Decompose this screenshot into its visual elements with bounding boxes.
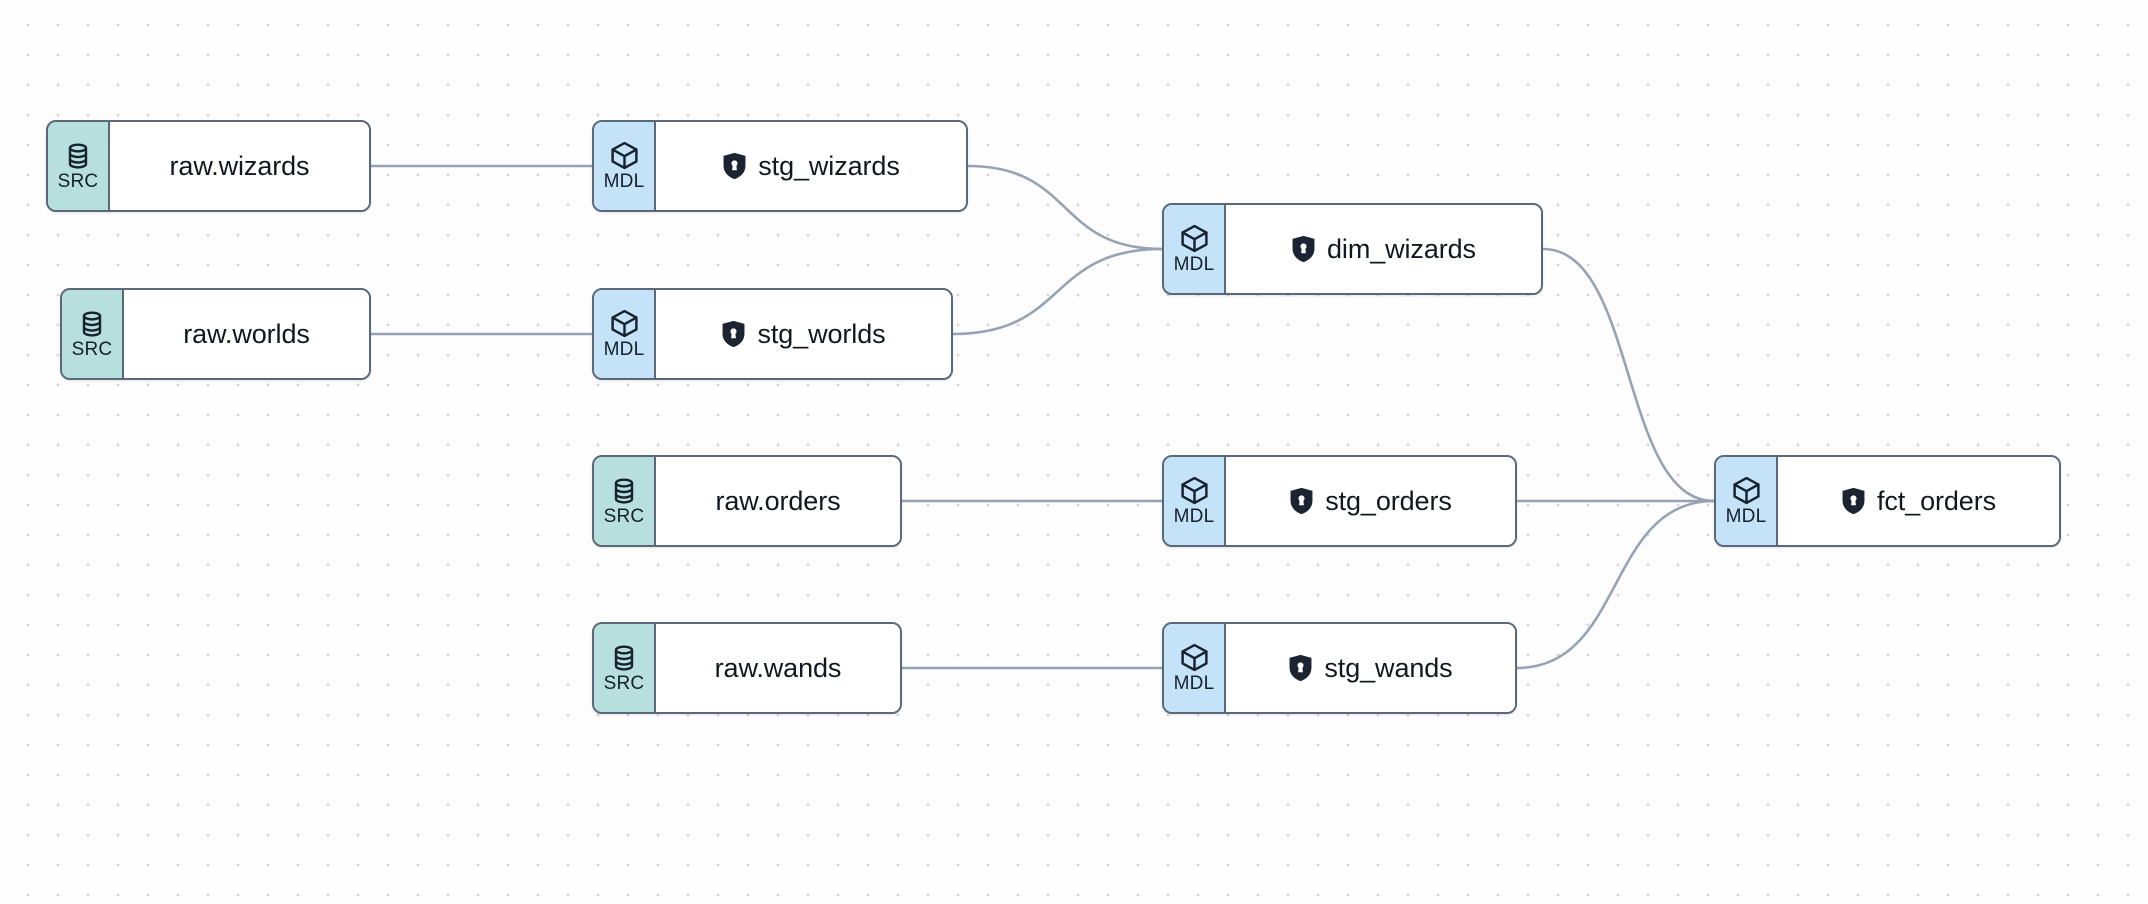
edge-stg_wands-to-fct_orders [1515, 499, 1716, 670]
node-label: raw.wizards [169, 150, 310, 181]
node-type-badge-mdl: MDL [1164, 205, 1226, 293]
node-stg_wands[interactable]: MDL stg_wands [1162, 622, 1517, 714]
node-body: raw.worlds [124, 290, 369, 378]
lock-shield-icon [1288, 654, 1313, 682]
badge-label: MDL [1173, 506, 1215, 527]
node-type-badge-mdl: MDL [1164, 624, 1226, 712]
node-stg_wizards[interactable]: MDL stg_wizards [592, 120, 968, 212]
node-label: raw.worlds [183, 318, 310, 349]
node-type-badge-mdl: MDL [1716, 457, 1778, 545]
node-body: stg_wands [1226, 624, 1515, 712]
lock-shield-icon [1842, 487, 1865, 515]
database-icon [77, 309, 107, 339]
cube-icon [609, 140, 640, 171]
node-raw_worlds[interactable]: SRC raw.worlds [60, 288, 371, 380]
node-body: raw.wands [656, 624, 900, 712]
database-icon [609, 476, 639, 506]
badge-label: SRC [603, 505, 645, 527]
node-label: stg_orders [1325, 485, 1452, 516]
cube-icon [1731, 475, 1762, 506]
node-label: stg_wands [1324, 652, 1453, 683]
node-type-badge-src: SRC [62, 290, 124, 378]
lock-shield-icon [721, 320, 746, 348]
node-type-badge-src: SRC [594, 624, 656, 712]
lock-shield-icon [723, 320, 745, 348]
node-label: raw.wands [714, 652, 842, 683]
node-raw_orders[interactable]: SRC raw.orders [592, 455, 902, 547]
node-label: stg_wizards [758, 150, 900, 181]
edge-stg_wizards-to-dim_wizards [966, 164, 1164, 251]
node-stg_orders[interactable]: MDL stg_orders [1162, 455, 1517, 547]
node-type-badge-mdl: MDL [594, 122, 656, 210]
lock-shield-icon [723, 152, 746, 180]
badge-label: MDL [603, 339, 645, 360]
cube-icon [609, 308, 640, 339]
cube-icon [1179, 223, 1210, 254]
node-type-badge-mdl: MDL [594, 290, 656, 378]
node-body: dim_wizards [1226, 205, 1541, 293]
lock-shield-icon [1841, 487, 1866, 515]
node-raw_wands[interactable]: SRC raw.wands [592, 622, 902, 714]
lock-shield-icon [1289, 654, 1312, 682]
node-body: fct_orders [1778, 457, 2059, 545]
node-body: raw.orders [656, 457, 900, 545]
node-label: dim_wizards [1327, 233, 1476, 264]
node-body: raw.wizards [110, 122, 369, 210]
lock-shield-icon [1290, 487, 1313, 515]
badge-label: SRC [603, 672, 645, 694]
node-type-badge-mdl: MDL [1164, 457, 1226, 545]
node-body: stg_wizards [656, 122, 966, 210]
lock-shield-icon [1292, 235, 1315, 263]
badge-label: MDL [1725, 506, 1767, 527]
badge-label: MDL [1173, 254, 1215, 275]
node-label: stg_worlds [757, 318, 886, 349]
lock-shield-icon [1289, 487, 1314, 515]
node-fct_orders[interactable]: MDL fct_orders [1714, 455, 2061, 547]
node-label: fct_orders [1876, 485, 1997, 516]
badge-label: SRC [57, 170, 99, 192]
database-icon [63, 141, 93, 171]
node-body: stg_worlds [656, 290, 951, 378]
lock-shield-icon [722, 152, 747, 180]
database-icon [609, 643, 639, 673]
node-body: stg_orders [1226, 457, 1515, 545]
cube-icon [1179, 475, 1210, 506]
cube-icon [1179, 642, 1210, 673]
node-dim_wizards[interactable]: MDL dim_wizards [1162, 203, 1543, 295]
node-type-badge-src: SRC [594, 457, 656, 545]
edge-stg_worlds-to-dim_wizards [951, 247, 1164, 336]
node-raw_wizards[interactable]: SRC raw.wizards [46, 120, 371, 212]
lock-shield-icon [1291, 235, 1316, 263]
edge-dim_wizards-to-fct_orders [1541, 247, 1716, 503]
badge-label: MDL [603, 171, 645, 192]
badge-label: MDL [1173, 673, 1215, 694]
badge-label: SRC [71, 338, 113, 360]
node-type-badge-src: SRC [48, 122, 110, 210]
node-stg_worlds[interactable]: MDL stg_worlds [592, 288, 953, 380]
node-label: raw.orders [715, 485, 841, 516]
